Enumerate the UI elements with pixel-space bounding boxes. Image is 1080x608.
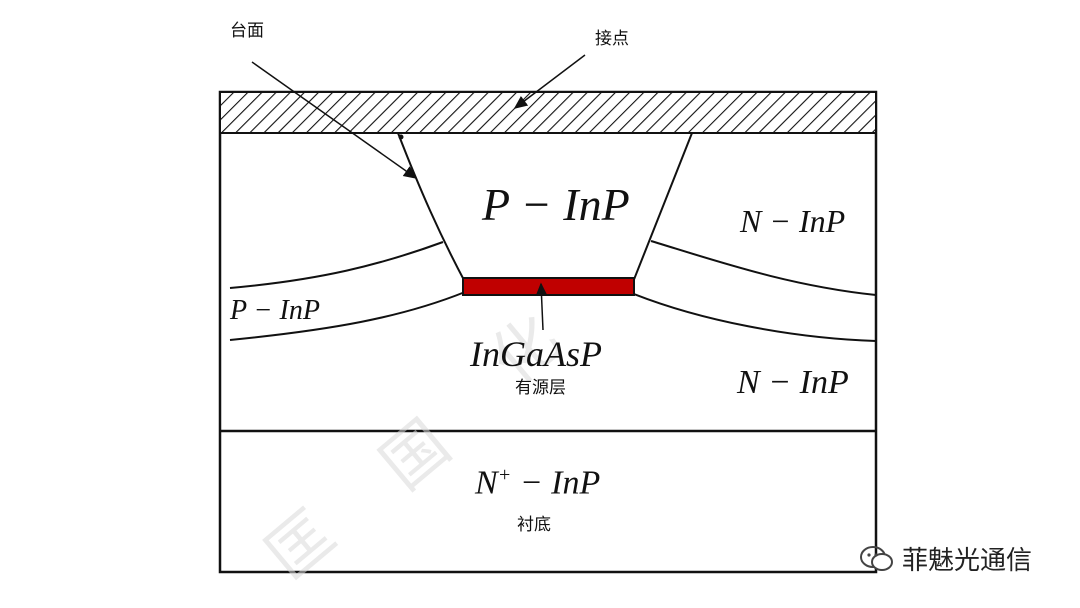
n-inp-right-bottom-label: N − InP [737,364,849,401]
substrate-material-base: N [475,464,498,502]
left-upper-boundary [229,241,444,289]
brand-name: 菲魅光通信 [902,546,1033,576]
substrate-material-label: N+ − InP [475,464,600,502]
mesa-leader-dot [398,134,404,140]
n-inp-right-top-label: N − InP [740,203,846,239]
active-layer-bar [462,277,635,296]
active-material-label: InGaAsP [470,334,602,374]
contact-layer [219,91,877,134]
active-layer-label: 有源层 [515,378,566,398]
contact-label: 接点 [595,29,629,49]
substrate-material-rest: − InP [511,464,601,502]
wechat-icon [860,545,893,571]
mesa-left-wall [397,132,466,283]
brand-watermark: 菲魅光通信 [860,540,1032,577]
mesa-label: 台面 [230,21,264,41]
mesa-leader-line [251,61,418,179]
substrate-material-sup: + [497,464,512,486]
mesa-right-wall [632,132,693,283]
left-lower-boundary [229,291,466,341]
p-inp-top-label: P − InP [482,179,630,230]
p-inp-left-label: P − InP [230,295,320,326]
right-lower-boundary [633,293,877,342]
device-outline [218,90,878,574]
right-upper-boundary [650,240,877,296]
active-layer-leader-line [535,282,548,331]
substrate-label: 衬底 [517,515,551,535]
contact-leader-line [513,54,586,109]
